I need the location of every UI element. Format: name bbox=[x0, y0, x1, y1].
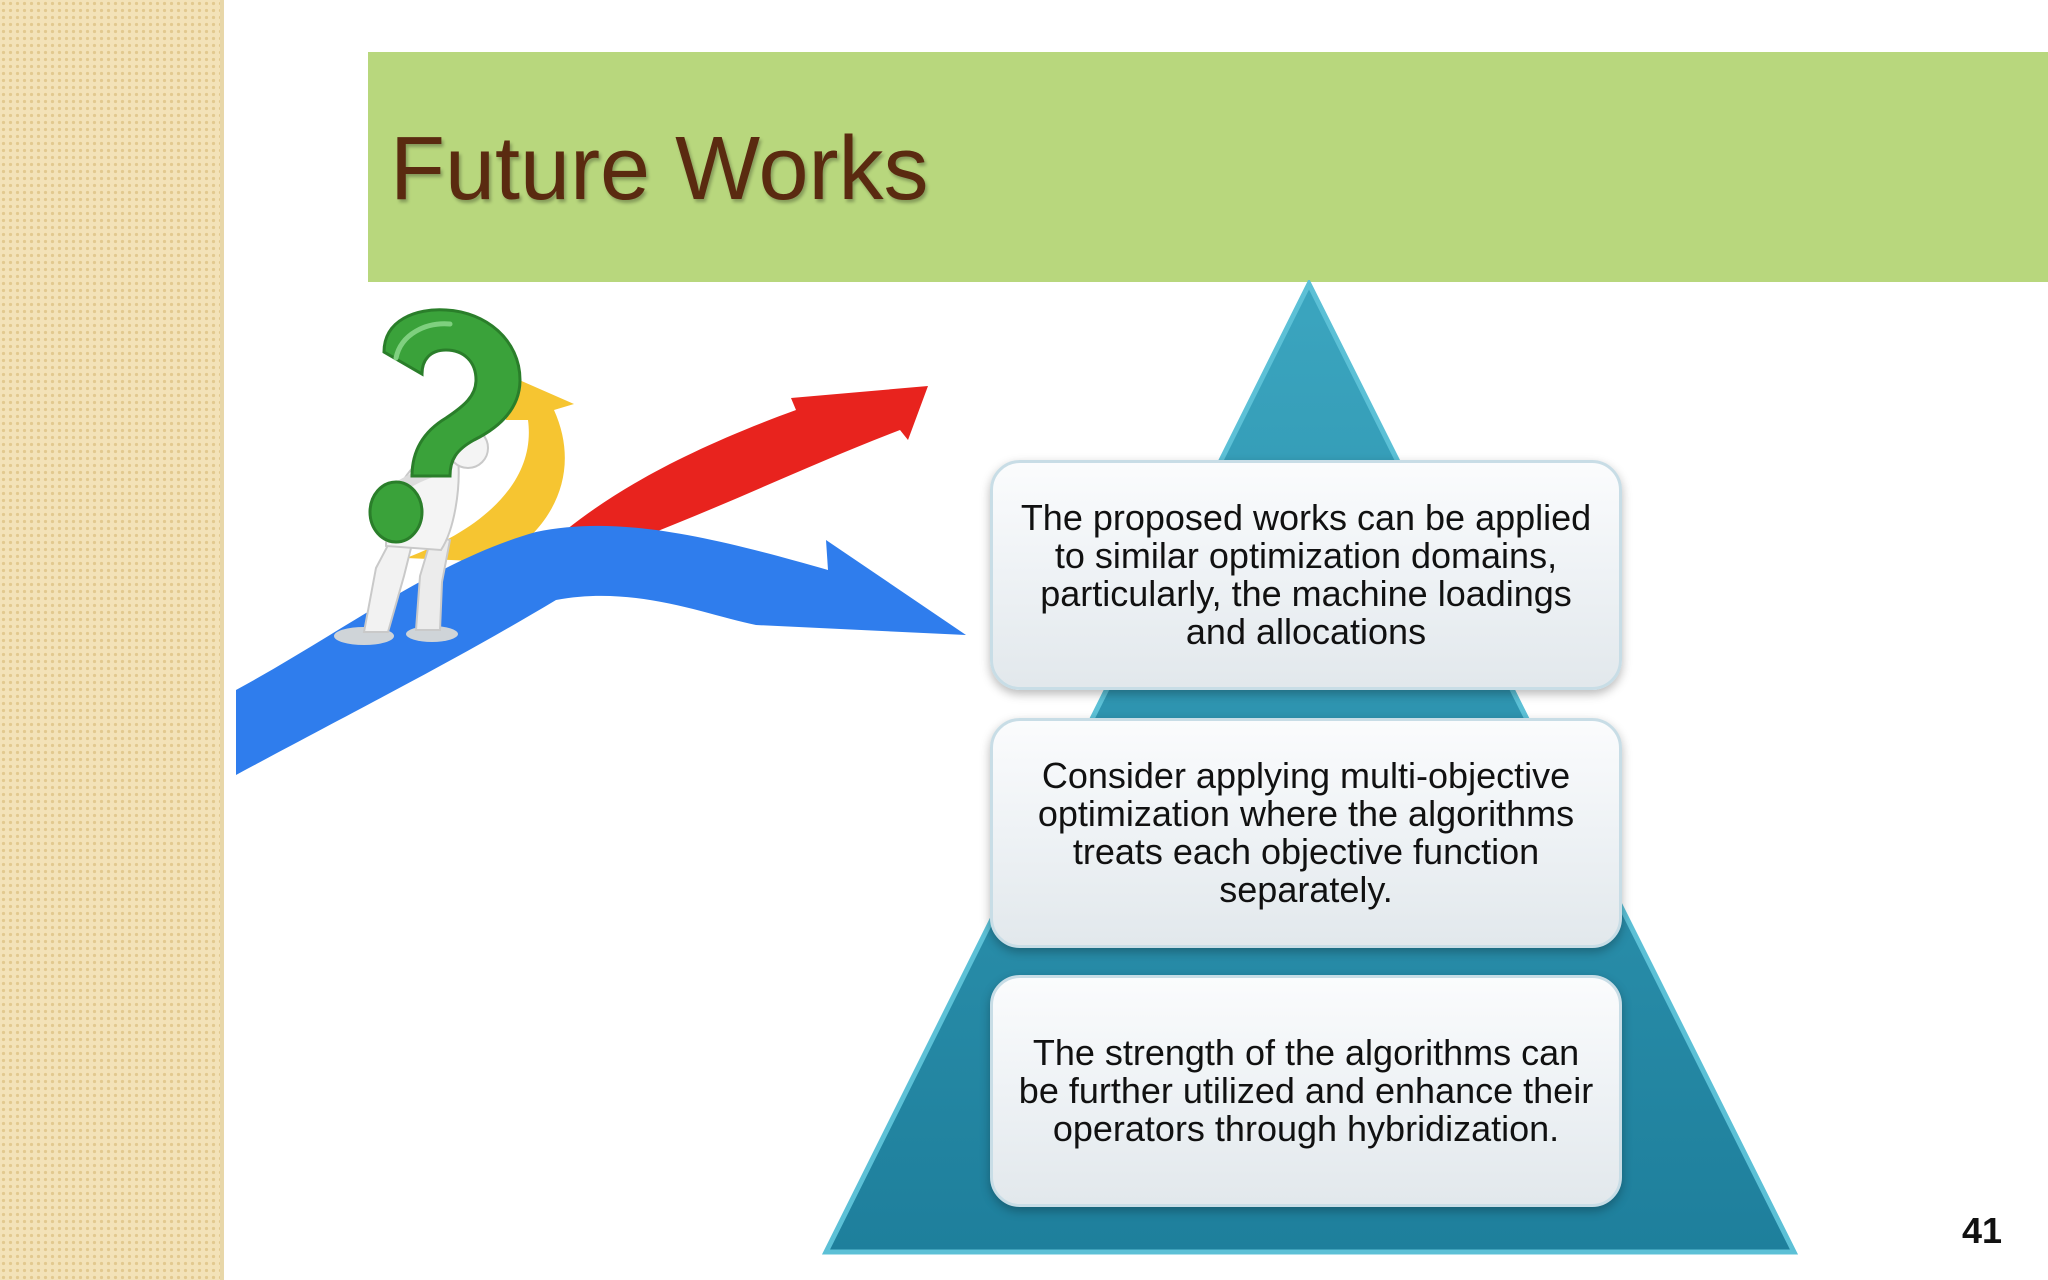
pyramid-level-middle-text: Consider applying multi-objective optimi… bbox=[1037, 755, 1575, 910]
question-mark-icon bbox=[368, 308, 522, 544]
slide-title: Future Works bbox=[390, 119, 929, 219]
pyramid-level-middle: Consider applying multi-objective optimi… bbox=[990, 718, 1622, 948]
title-band: Future Works bbox=[368, 52, 2048, 282]
pyramid-level-bottom: The strength of the algorithms can be fu… bbox=[990, 975, 1622, 1207]
yellow-arrow-icon bbox=[406, 372, 574, 562]
red-arrow-icon bbox=[566, 386, 928, 552]
decorative-side-strip bbox=[0, 0, 224, 1280]
pyramid-level-bottom-text: The strength of the algorithms can be fu… bbox=[1018, 1032, 1594, 1149]
page-number: 41 bbox=[1961, 1210, 2002, 1251]
pyramid-level-top-text: The proposed works can be applied to sim… bbox=[1020, 497, 1592, 652]
person-question-arrows-icon bbox=[236, 308, 966, 775]
pyramid-level-top: The proposed works can be applied to sim… bbox=[990, 460, 1622, 690]
